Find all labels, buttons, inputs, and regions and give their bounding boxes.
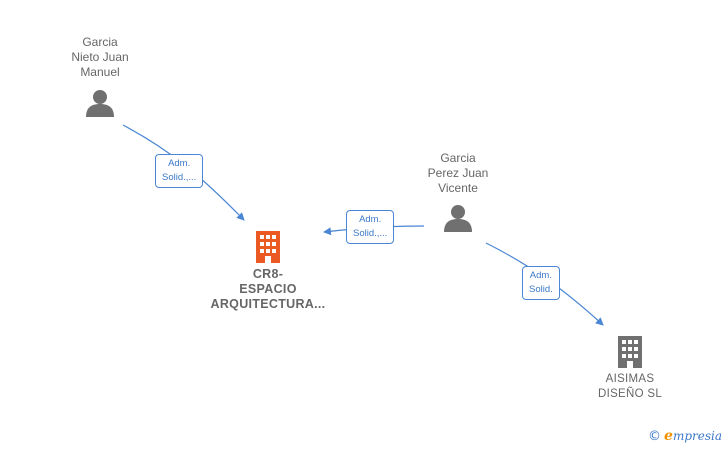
company-name-aisimas: AISIMAS DISEÑO SL xyxy=(597,373,663,400)
copyright-symbol: © xyxy=(648,429,662,444)
edge-label-perez-cr8[interactable]: Adm. Solid.,... xyxy=(346,210,395,244)
edge-label-nieto-cr8[interactable]: Adm. Solid.,... xyxy=(155,154,204,188)
person-icon xyxy=(443,203,473,233)
building-icon xyxy=(615,334,645,368)
company-node-aisimas[interactable]: AISIMAS DISEÑO SL xyxy=(575,334,685,402)
empresia-watermark: ©empresia xyxy=(648,428,722,444)
person-node-garcia-nieto[interactable]: Garcia Nieto Juan Manuel xyxy=(50,35,150,118)
company-name-cr8: CR8- ESPACIO ARQUITECTURA... xyxy=(210,267,326,311)
brand-initial: e xyxy=(664,428,673,444)
person-name-garcia-perez: Garcia Perez Juan Vicente xyxy=(427,151,489,195)
person-name-garcia-nieto: Garcia Nieto Juan Manuel xyxy=(71,35,129,79)
brand-name: mpresia xyxy=(672,429,722,443)
person-icon xyxy=(85,88,115,118)
company-node-cr8[interactable]: CR8- ESPACIO ARQUITECTURA... xyxy=(200,229,336,312)
person-node-garcia-perez[interactable]: Garcia Perez Juan Vicente xyxy=(408,151,508,233)
edge-label-perez-aisimas[interactable]: Adm. Solid. xyxy=(522,266,560,300)
building-icon xyxy=(253,229,283,263)
